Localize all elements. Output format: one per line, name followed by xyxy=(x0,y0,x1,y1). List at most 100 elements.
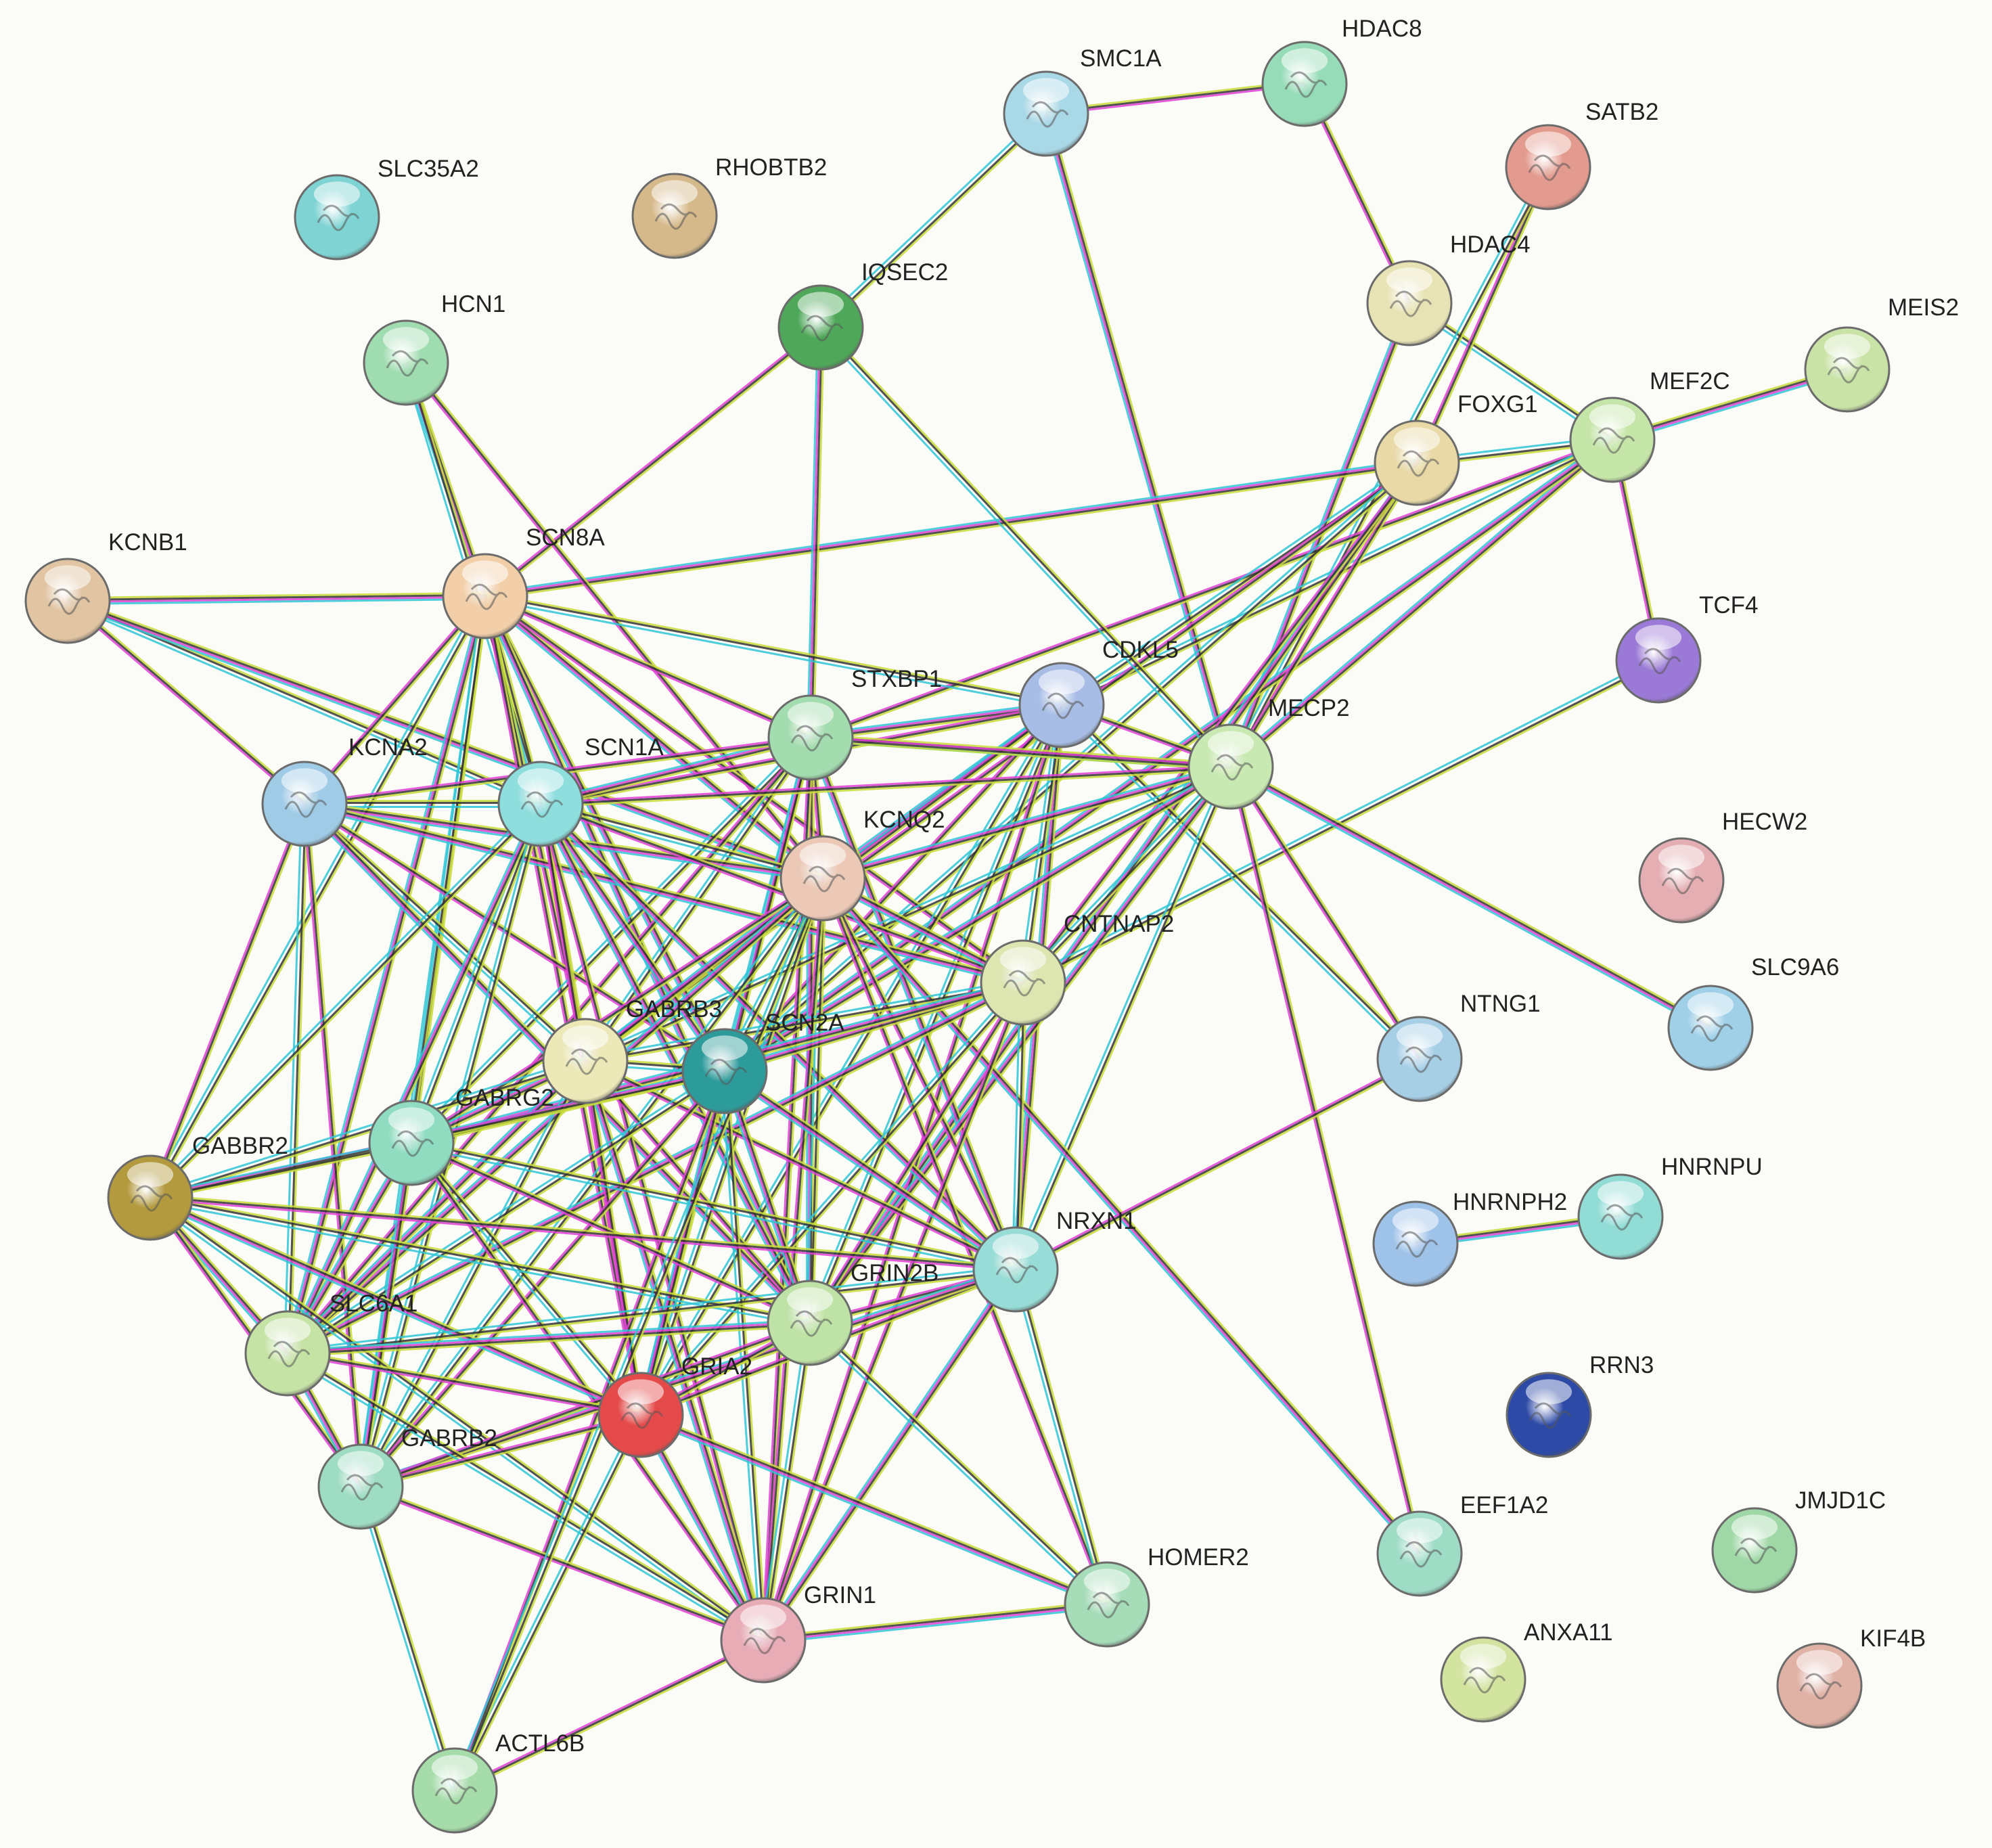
node-foxg1[interactable]: FOXG1 xyxy=(1374,391,1538,506)
node-gabrb2[interactable]: GABRB2 xyxy=(317,1425,497,1530)
edge-cntnap2-gria2[interactable] xyxy=(637,980,1026,1418)
edge-kcnq2-nrxn1[interactable] xyxy=(821,876,1020,1271)
edge-kcnb1-scn8a[interactable] xyxy=(67,592,486,605)
edge-slc6a1-grin1[interactable] xyxy=(285,1349,766,1644)
node-eef1a2[interactable]: EEF1A2 xyxy=(1376,1492,1548,1597)
edge-kcnq2-actl6b[interactable] xyxy=(451,876,827,1793)
edge-gabbr2-gria2[interactable] xyxy=(148,1194,643,1419)
edge-cdkl5-gria2[interactable] xyxy=(637,702,1066,1418)
node-smc1a[interactable]: SMC1A xyxy=(1003,45,1162,157)
edge-grin2b-homer2[interactable] xyxy=(807,1320,1110,1608)
edge-gabrb3-gabbr2[interactable] xyxy=(149,1057,587,1202)
node-gria2[interactable]: GRIA2 xyxy=(597,1353,752,1458)
edge-gria2-homer2[interactable] xyxy=(639,1411,1109,1608)
edge-scn1a-gabbr2[interactable] xyxy=(147,801,544,1201)
node-hnrnpu[interactable]: HNRNPU xyxy=(1577,1154,1763,1260)
edge-mecp2-scn1a[interactable] xyxy=(540,765,1231,808)
node-slc9a6[interactable]: SLC9A6 xyxy=(1667,954,1839,1071)
edge-cntnap2-nrxn1[interactable] xyxy=(1012,982,1027,1270)
edge-mef2c-scn2a[interactable] xyxy=(722,436,1615,1075)
node-kcnb1[interactable]: KCNB1 xyxy=(24,529,187,644)
edge-scn2a-grin2b[interactable] xyxy=(721,1070,814,1324)
edge-scn8a-stxbp1[interactable] xyxy=(484,592,813,740)
edge-mecp2-nrxn1[interactable] xyxy=(1012,765,1235,1271)
node-ntng1[interactable]: NTNG1 xyxy=(1376,991,1541,1102)
edge-smc1a-hdac8[interactable] xyxy=(1045,80,1305,116)
node-gabrg2[interactable]: GABRG2 xyxy=(368,1085,554,1186)
node-actl6b[interactable]: ACTL6B xyxy=(411,1730,585,1834)
edge-scn8a-kcnq2[interactable] xyxy=(482,593,825,882)
node-kcna2[interactable]: KCNA2 xyxy=(261,734,428,847)
edge-iqsec2-scn8a[interactable] xyxy=(484,325,823,600)
edge-kcnb1-kcna2[interactable] xyxy=(66,598,307,806)
node-hnrnph2[interactable]: HNRNPH2 xyxy=(1372,1189,1567,1287)
edge-kcna2-gabrb2[interactable] xyxy=(302,803,365,1487)
edge-kcna2-cntnap2[interactable] xyxy=(303,800,1024,987)
edge-mecp2-gabrb3[interactable] xyxy=(583,763,1233,1065)
edge-foxg1-scn2a[interactable] xyxy=(722,459,1420,1075)
edge-gabbr2-grin2b[interactable] xyxy=(149,1194,811,1327)
node-kif4b[interactable]: KIF4B xyxy=(1776,1625,1926,1729)
node-hecw2[interactable]: HECW2 xyxy=(1638,809,1807,924)
node-nrxn1[interactable]: NRXN1 xyxy=(972,1208,1137,1313)
edge-gabrb3-nrxn1[interactable] xyxy=(584,1057,1018,1271)
edge-ntng1-nrxn1[interactable] xyxy=(1014,1057,1422,1274)
edge-nrxn1-grin1[interactable] xyxy=(760,1267,1019,1643)
edge-smc1a-iqsec2[interactable] xyxy=(817,110,1049,331)
node-mef2c[interactable]: MEF2C xyxy=(1569,368,1730,483)
edge-gabrb3-grin1[interactable] xyxy=(581,1060,767,1642)
edge-gria2-gabrb2[interactable] xyxy=(360,1413,642,1491)
edge-mef2c-stxbp1[interactable] xyxy=(809,438,1614,742)
edge-mecp2-eef1a2[interactable] xyxy=(1229,765,1424,1554)
edge-gabrg2-gabbr2[interactable] xyxy=(149,1139,413,1202)
edge-gabrb2-grin1[interactable] xyxy=(359,1483,765,1642)
node-tcf4[interactable]: TCF4 xyxy=(1615,592,1759,704)
node-homer2[interactable]: HOMER2 xyxy=(1064,1544,1249,1648)
edge-foxg1-scn8a[interactable] xyxy=(484,459,1418,600)
node-meis2[interactable]: MEIS2 xyxy=(1804,294,1959,413)
node-cntnap2[interactable]: CNTNAP2 xyxy=(980,911,1174,1026)
node-hdac4[interactable]: HDAC4 xyxy=(1366,231,1531,346)
node-stxbp1[interactable]: STXBP1 xyxy=(767,666,942,781)
edge-scn8a-kcna2[interactable] xyxy=(302,595,489,807)
edge-mecp2-kcnq2[interactable] xyxy=(821,763,1232,882)
edge-stxbp1-scn1a[interactable] xyxy=(539,734,812,808)
edge-scn2a-slc6a1[interactable] xyxy=(285,1067,727,1357)
edge-scn1a-slc6a1[interactable] xyxy=(284,802,545,1355)
edge-mecp2-stxbp1[interactable] xyxy=(810,736,1231,771)
node-kcnq2[interactable]: KCNQ2 xyxy=(779,807,945,922)
edge-gabbr2-grin1[interactable] xyxy=(148,1194,766,1644)
edge-scn2a-nrxn1[interactable] xyxy=(722,1068,1018,1273)
edge-scn1a-grin1[interactable] xyxy=(539,803,767,1641)
edge-gabrg2-nrxn1[interactable] xyxy=(410,1139,1017,1274)
node-grin1[interactable]: GRIN1 xyxy=(720,1582,876,1684)
node-jmjd1c[interactable]: JMJD1C xyxy=(1711,1487,1886,1594)
node-iqsec2[interactable]: IQSEC2 xyxy=(777,259,948,371)
edge-kcnq2-grin1[interactable] xyxy=(761,878,827,1641)
node-satb2[interactable]: SATB2 xyxy=(1505,99,1658,210)
edge-foxg1-mecp2[interactable] xyxy=(1229,461,1421,769)
node-grin2b[interactable]: GRIN2B xyxy=(767,1260,938,1366)
node-hdac8[interactable]: HDAC8 xyxy=(1261,16,1422,127)
node-rrn3[interactable]: RRN3 xyxy=(1506,1352,1654,1458)
node-rhobtb2[interactable]: RHOBTB2 xyxy=(631,154,827,259)
edge-kcna2-gabbr2[interactable] xyxy=(148,803,309,1200)
edge-cntnap2-grin2b[interactable] xyxy=(808,981,1027,1326)
node-scn1a[interactable]: SCN1A xyxy=(497,734,664,847)
node-scn2a[interactable]: SCN2A xyxy=(681,1010,844,1114)
node-gabrb3[interactable]: GABRB3 xyxy=(542,996,722,1104)
node-mecp2[interactable]: MECP2 xyxy=(1187,695,1350,810)
node-hcn1[interactable]: HCN1 xyxy=(363,291,505,406)
edge-foxg1-cntnap2[interactable] xyxy=(1021,461,1420,985)
edge-grin1-actl6b[interactable] xyxy=(453,1638,765,1795)
node-cdkl5[interactable]: CDKL5 xyxy=(1018,637,1179,748)
node-anxa11[interactable]: ANXA11 xyxy=(1440,1619,1613,1723)
edge-nrxn1-homer2[interactable] xyxy=(1012,1268,1111,1606)
edge-gabrg2-gabrb2[interactable] xyxy=(357,1142,415,1487)
node-slc35a2[interactable]: SLC35A2 xyxy=(294,156,479,261)
edge-mecp2-ntng1[interactable] xyxy=(1229,764,1424,1060)
edge-scn1a-nrxn1[interactable] xyxy=(537,801,1019,1273)
edge-gabbr2-nrxn1[interactable] xyxy=(150,1194,1016,1271)
node-gabbr2[interactable]: GABBR2 xyxy=(107,1133,288,1241)
edge-scn8a-cdkl5[interactable] xyxy=(484,592,1063,709)
